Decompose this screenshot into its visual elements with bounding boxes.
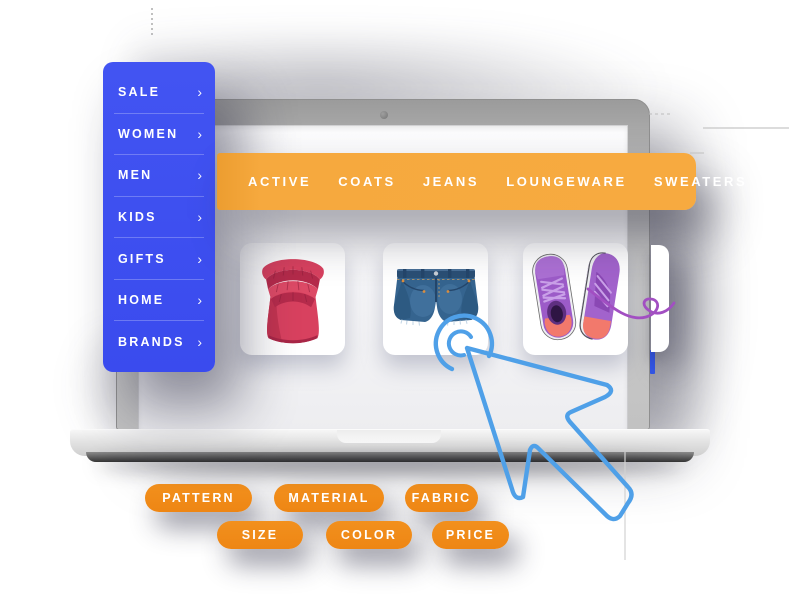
- nav-item-sweaters[interactable]: SWEATERS: [653, 174, 748, 189]
- category-sidebar: SALE › WOMEN › MEN › KIDS › GIFTS › HOME…: [103, 62, 215, 372]
- filter-tag-size[interactable]: SIZE: [217, 521, 303, 549]
- sidebar-item-gifts[interactable]: GIFTS ›: [114, 237, 204, 279]
- chevron-right-icon: ›: [197, 167, 202, 184]
- webcam-dot-icon: [380, 111, 388, 119]
- sidebar-item-label: WOMEN: [118, 126, 179, 141]
- filter-tag-material[interactable]: MATERIAL: [274, 484, 384, 512]
- sidebar-item-sale[interactable]: SALE ›: [114, 72, 204, 113]
- filter-tag-price[interactable]: PRICE: [432, 521, 509, 549]
- nav-item-active[interactable]: ACTIVE: [248, 174, 312, 189]
- denim-shorts-image: [393, 269, 478, 326]
- red-ruffled-top-image: [261, 259, 324, 344]
- nav-item-jeans[interactable]: JEANS: [422, 174, 480, 189]
- chevron-right-icon: ›: [197, 292, 202, 309]
- laptop-base: [70, 429, 710, 462]
- product-card-shorts[interactable]: [383, 243, 488, 355]
- sidebar-item-label: GIFTS: [118, 251, 166, 266]
- blue-accent-sliver: [650, 350, 655, 374]
- nav-item-loungeware[interactable]: LOUNGEWARE: [506, 174, 627, 189]
- sidebar-item-kids[interactable]: KIDS ›: [114, 195, 204, 238]
- chevron-right-icon: ›: [197, 125, 202, 142]
- sidebar-item-label: KIDS: [118, 210, 157, 224]
- chevron-right-icon: ›: [197, 333, 202, 350]
- product-card-sneakers[interactable]: [523, 243, 628, 355]
- top-category-nav: ACTIVE COATS JEANS LOUNGEWARE SWEATERS: [217, 153, 745, 210]
- laptop-notch: [337, 430, 441, 443]
- offscreen-card-sliver: [651, 245, 669, 352]
- filter-tag-fabric[interactable]: FABRIC: [405, 484, 478, 512]
- chevron-right-icon: ›: [197, 250, 202, 267]
- filter-tag-pattern[interactable]: PATTERN: [145, 484, 252, 512]
- sidebar-item-home[interactable]: HOME ›: [114, 278, 204, 321]
- sidebar-item-label: SALE: [118, 85, 161, 100]
- sidebar-item-women[interactable]: WOMEN ›: [114, 112, 204, 155]
- sidebar-item-label: HOME: [118, 293, 165, 308]
- purple-sneakers-image: [531, 252, 620, 341]
- chevron-right-icon: ›: [197, 84, 202, 101]
- product-card-top[interactable]: [240, 243, 345, 355]
- nav-item-coats[interactable]: COATS: [338, 174, 396, 189]
- sidebar-item-men[interactable]: MEN ›: [114, 154, 204, 196]
- chevron-right-icon: ›: [197, 209, 202, 225]
- sidebar-item-brands[interactable]: BRANDS ›: [114, 320, 204, 362]
- sidebar-item-label: MEN: [118, 168, 153, 183]
- filter-tag-color[interactable]: COLOR: [326, 521, 412, 549]
- sidebar-item-label: BRANDS: [118, 334, 185, 349]
